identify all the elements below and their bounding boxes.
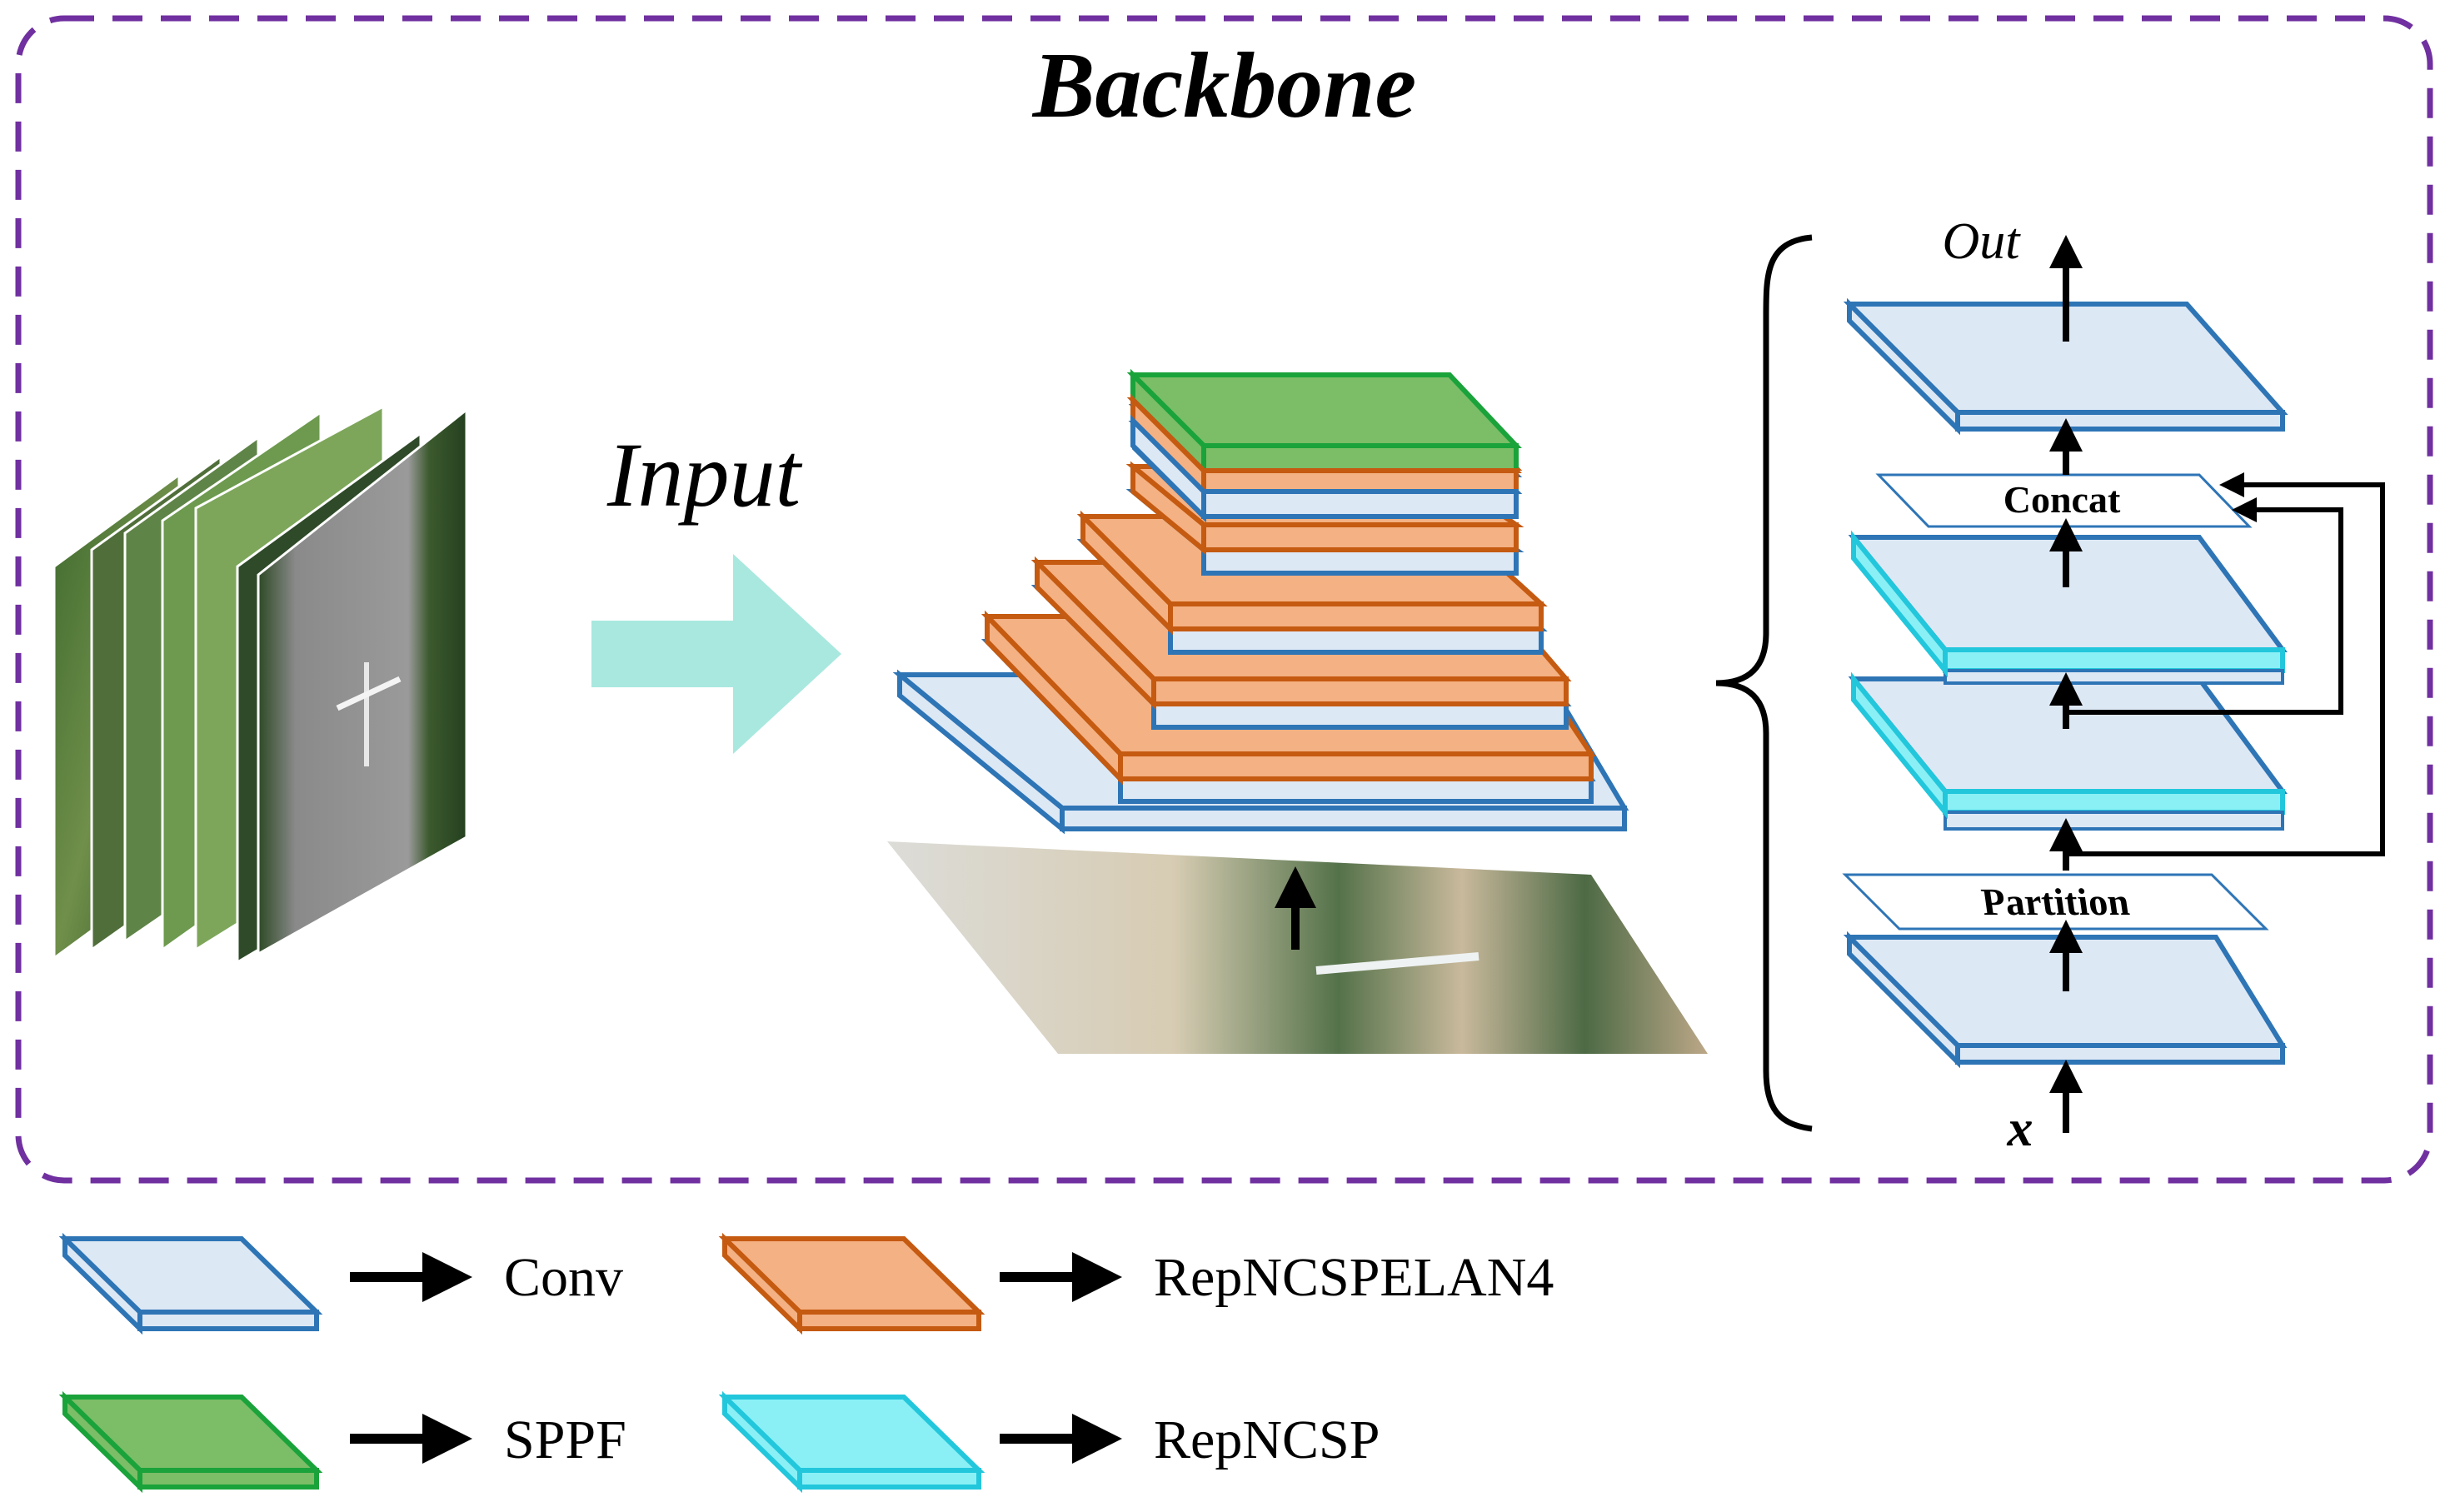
input-image-stack (52, 404, 468, 965)
backbone-frame (15, 15, 2433, 1184)
detail-brace (1715, 234, 1813, 1132)
input-label: Input (606, 424, 803, 526)
legend-item-elan: RepNCSPELAN4 (718, 1232, 1554, 1335)
legend-item-repncsp: RepNCSP (718, 1390, 1380, 1494)
legend-repncsp-label: RepNCSP (1154, 1410, 1380, 1470)
detail-block: Partition Concat Out x (1842, 213, 2385, 1157)
concat-label: Concat (2003, 478, 2121, 521)
legend-sppf-label: SPPF (504, 1410, 626, 1470)
legend-conv-label: Conv (504, 1247, 623, 1308)
partition-label: Partition (1978, 881, 2131, 923)
diagram-title: Backbone (1031, 34, 1416, 137)
out-label: Out (1943, 213, 2022, 270)
input-arrow (591, 554, 841, 754)
legend-elan-label: RepNCSPELAN4 (1154, 1247, 1554, 1308)
backbone-layer-stack (892, 368, 1629, 950)
legend-item-sppf: SPPF (58, 1390, 626, 1494)
concat-box (1875, 473, 2253, 528)
x-label: x (2007, 1100, 2033, 1157)
legend: Conv RepNCSPELAN4 SPPF RepNCSP (58, 1232, 1554, 1494)
partition-box (1842, 873, 2269, 931)
legend-item-conv: Conv (58, 1232, 623, 1335)
